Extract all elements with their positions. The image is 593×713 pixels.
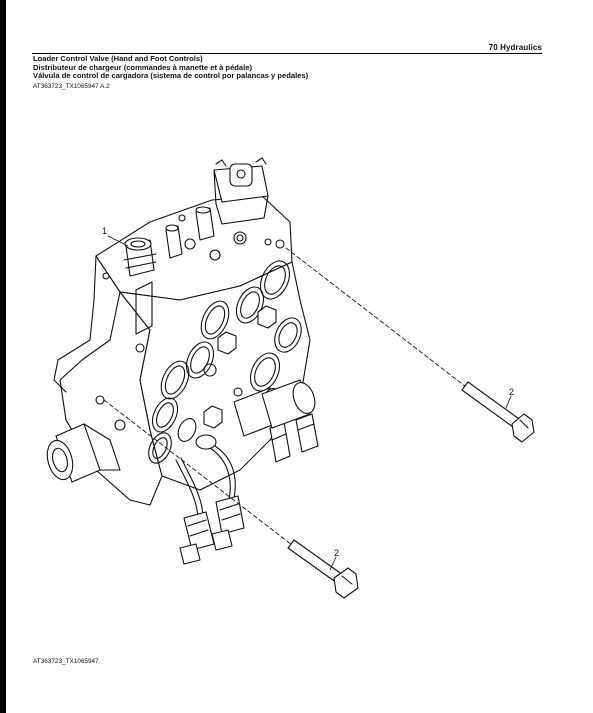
title-spanish: Válvula de control de cargadora (sistema… xyxy=(33,71,309,81)
callout-1: 1 xyxy=(102,226,107,236)
callout-leaders xyxy=(107,235,512,571)
page-edge-bar xyxy=(0,0,6,713)
section-title: 70 Hydraulics xyxy=(488,43,542,52)
port-o-rings xyxy=(148,260,302,464)
left-solenoid-connector xyxy=(46,423,121,483)
header-rule xyxy=(32,53,542,54)
title-english: Loader Control Valve (Hand and Foot Cont… xyxy=(33,54,203,63)
figure-reference-code: AT363723_TX1065947 A.2 xyxy=(33,83,110,90)
hex-plugs xyxy=(203,305,277,429)
top-fittings xyxy=(165,206,215,259)
mounting-bolt-upper xyxy=(461,381,535,443)
figure-footer-code: AT363723_TX1065947 xyxy=(33,658,99,665)
wire-harness xyxy=(175,434,245,565)
title-block: Loader Control Valve (Hand and Foot Cont… xyxy=(33,54,309,81)
callout-2-lower: 2 xyxy=(334,548,339,558)
top-solenoid xyxy=(213,157,269,225)
mounting-bolt-lower xyxy=(287,539,359,599)
bolt-leader-lines xyxy=(103,247,471,549)
right-solenoid-coils xyxy=(233,379,319,463)
title-french: Distributeur de chargeur (commandes à ma… xyxy=(33,62,253,72)
callout-2-upper: 2 xyxy=(509,387,514,397)
relief-valve-cartridge xyxy=(123,237,157,277)
